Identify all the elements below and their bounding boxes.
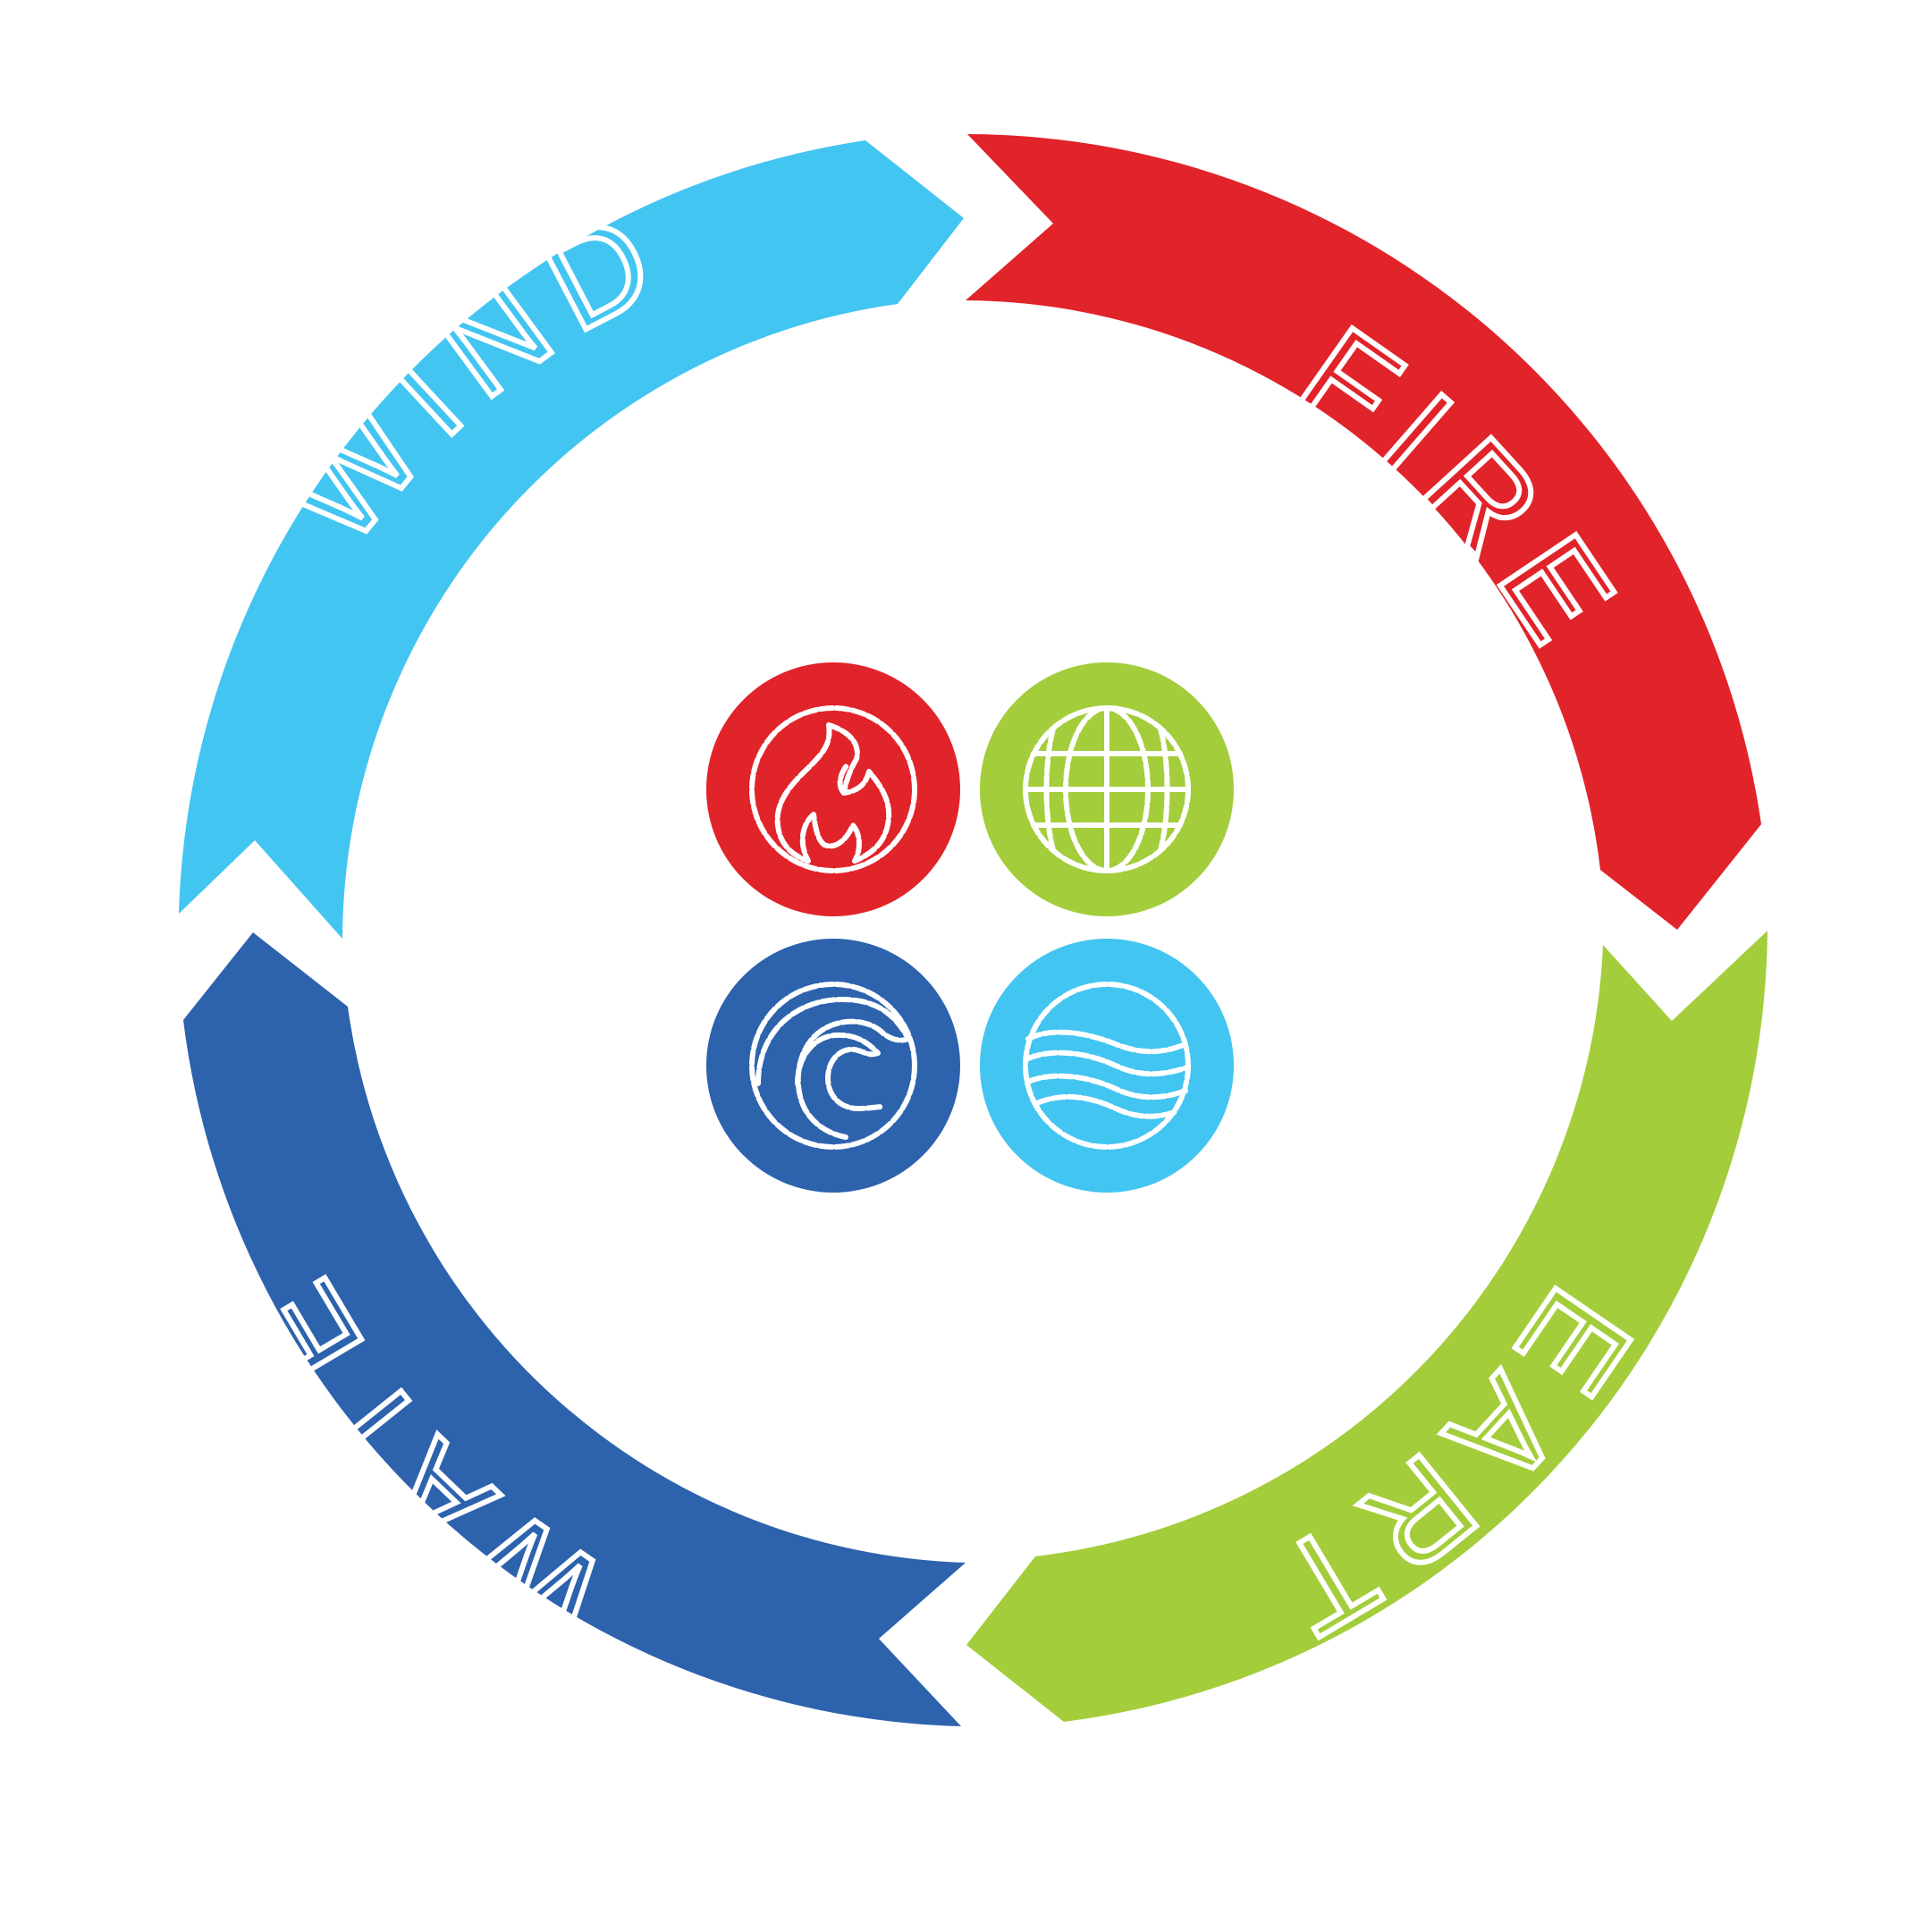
flame-icon <box>706 662 960 916</box>
element-icons <box>706 662 1234 1193</box>
segment-wind <box>179 140 964 939</box>
segment-water <box>183 932 966 1726</box>
wave-swirl-icon <box>706 939 960 1193</box>
cycle-ring <box>179 134 1767 1726</box>
segment-fire <box>966 134 1761 930</box>
wind-waves-icon <box>980 939 1234 1193</box>
globe-icon <box>980 662 1234 916</box>
segment-earth <box>966 931 1767 1722</box>
